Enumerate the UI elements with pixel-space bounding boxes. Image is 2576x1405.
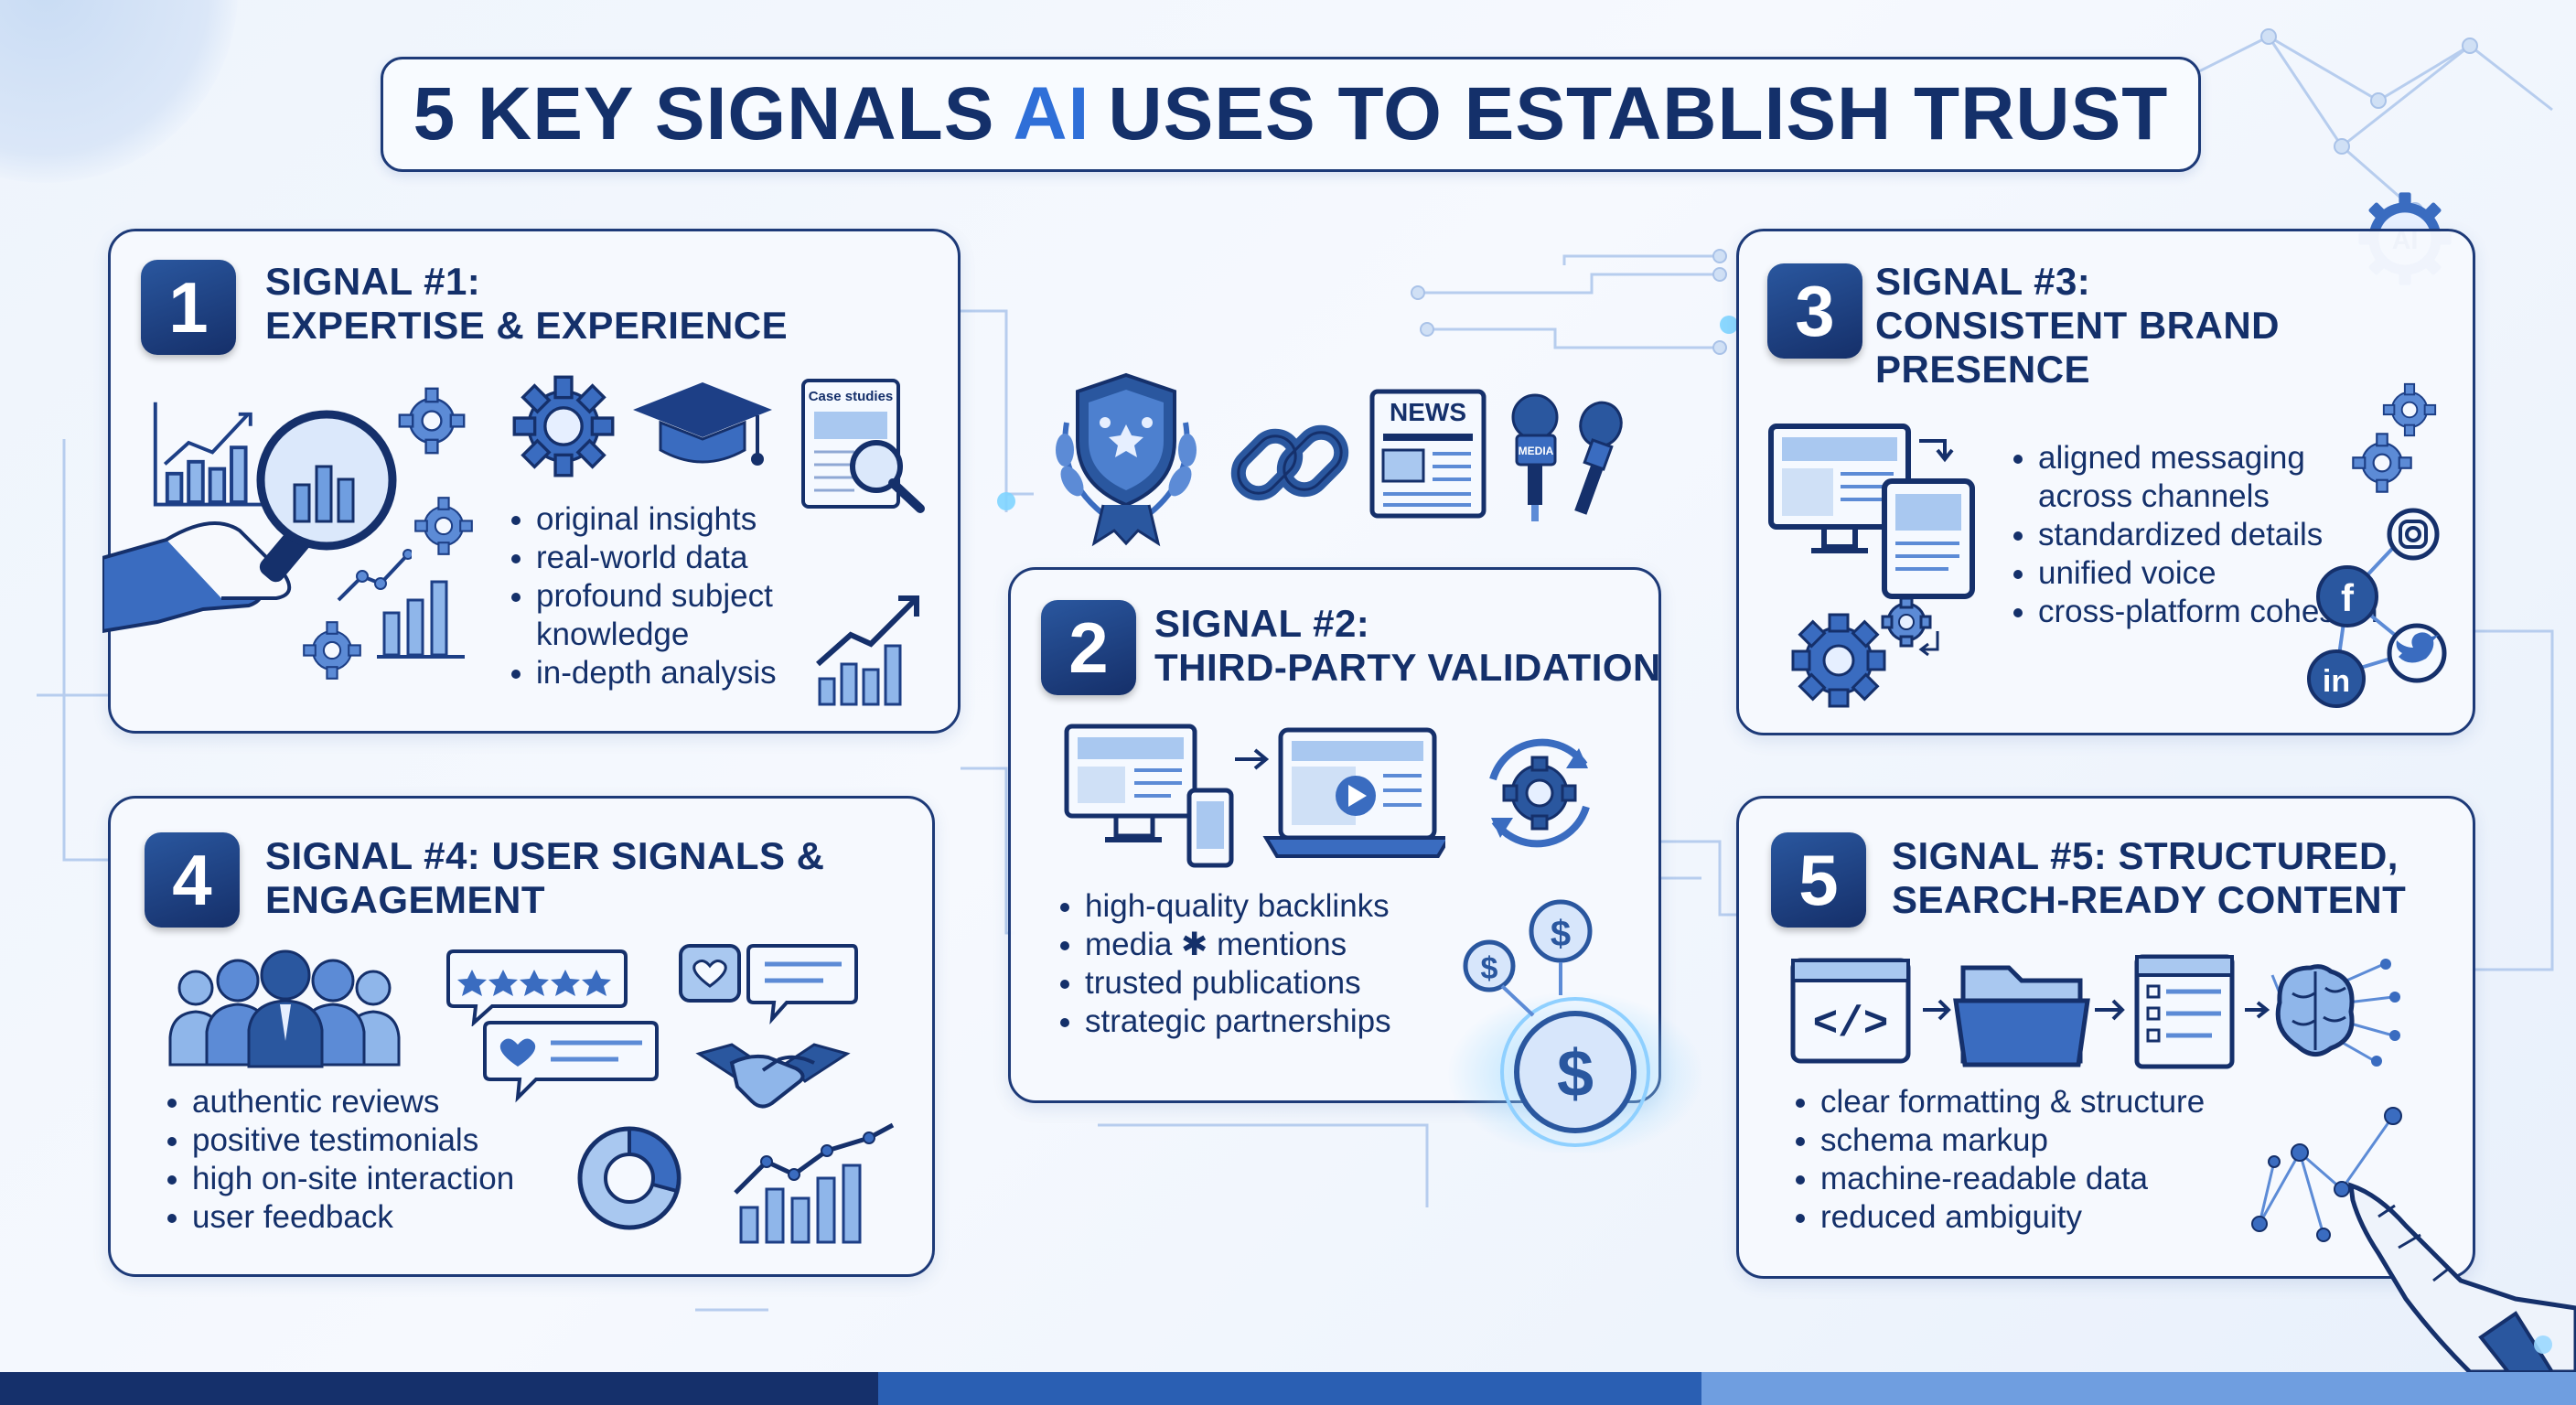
signal-5-number-badge: 5	[1771, 832, 1866, 928]
gear-icon	[412, 494, 476, 558]
bar-chart-icon	[148, 395, 267, 514]
bar-chart-icon	[375, 576, 467, 659]
svg-text:$: $	[1551, 914, 1571, 954]
signal-2-title: SIGNAL #2: THIRD-PARTY VALIDATION	[1154, 602, 1661, 689]
list-item: real-world data	[536, 539, 865, 577]
multi-device-icon	[1766, 421, 1985, 604]
gears-cluster-icon	[1784, 595, 1958, 713]
signal-3-title: SIGNAL #3: CONSISTENT BRAND PRESENCE	[1875, 260, 2281, 391]
list-item: unified voice	[2038, 554, 2386, 593]
graduation-cap-icon	[629, 375, 776, 477]
svg-text:MEDIA: MEDIA	[1519, 445, 1554, 457]
settings-gear-icon	[512, 375, 615, 477]
list-item: profound subject knowledge	[536, 577, 865, 654]
star-rating-bubble-icon	[445, 948, 629, 1026]
signal-4-title: SIGNAL #4: USER SIGNALS & ENGAGEMENT	[265, 834, 825, 921]
title-text-start: 5 KEY SIGNALS	[413, 72, 995, 156]
gear-icon	[2349, 430, 2415, 496]
heart-comment-bubble-icon	[481, 1019, 660, 1103]
list-item: strategic partnerships	[1085, 1003, 1524, 1041]
footer-bar-left	[0, 1372, 878, 1405]
social-network-icon: f in	[2294, 505, 2452, 717]
list-item: reduced ambiguity	[1820, 1198, 2232, 1237]
growth-chart-icon	[732, 1120, 896, 1248]
content-pipeline-icon: </>	[1789, 948, 2426, 1076]
svg-text:$: $	[1557, 1037, 1594, 1110]
svg-text:</>: </>	[1813, 1001, 1889, 1048]
signal-1-bullet-list: original insights real-world data profou…	[505, 500, 865, 692]
list-item: machine-readable data	[1820, 1160, 2232, 1198]
team-people-icon	[165, 949, 404, 1068]
signal-5-bullet-list: clear formatting & structure schema mark…	[1789, 1083, 2232, 1237]
gear-icon	[300, 618, 364, 682]
svg-text:Case studies: Case studies	[809, 389, 894, 404]
signal-3-bullet-list: aligned messaging across channels standa…	[2007, 439, 2386, 631]
heart-chat-icon	[677, 942, 860, 1024]
signal-4-number-badge: 4	[145, 832, 240, 928]
list-item: high on-site interaction	[192, 1160, 595, 1198]
list-item: standardized details	[2038, 516, 2386, 554]
signal-2-bullet-list: high-quality backlinks media ✱ mentions …	[1054, 887, 1524, 1041]
list-item: positive testimonials	[192, 1121, 595, 1160]
list-item: authentic reviews	[192, 1083, 595, 1121]
title-text-end: USES TO ESTABLISH TRUST	[1108, 72, 2169, 156]
robot-hand-data-icon	[2241, 1098, 2576, 1372]
newspaper-icon: NEWS	[1368, 388, 1487, 520]
svg-text:$: $	[1481, 951, 1498, 986]
media-microphones-icon: MEDIA	[1502, 391, 1639, 527]
list-item: trusted publications	[1085, 964, 1524, 1003]
list-item: in-depth analysis	[536, 654, 865, 692]
list-item: media ✱ mentions	[1085, 926, 1524, 964]
signal-1-title: SIGNAL #1: EXPERTISE & EXPERIENCE	[265, 260, 789, 347]
cycle-gear-icon	[1471, 724, 1608, 862]
page-title: 5 KEY SIGNALS AI USES TO ESTABLISH TRUST	[381, 57, 2201, 172]
chain-link-icon	[1226, 399, 1354, 527]
signal-4-bullet-list: authentic reviews positive testimonials …	[161, 1083, 595, 1237]
case-studies-document-icon: Case studies	[800, 377, 928, 514]
footer-bar-right	[1701, 1372, 2576, 1405]
gear-icon	[2380, 381, 2439, 439]
gear-icon	[395, 384, 468, 457]
growth-chart-icon	[814, 591, 924, 708]
award-shield-icon	[1039, 368, 1213, 547]
hand-magnifier-icon	[102, 402, 413, 649]
list-item: aligned messaging across channels	[2038, 439, 2386, 516]
pie-chart-icon	[571, 1120, 688, 1237]
svg-text:NEWS: NEWS	[1390, 398, 1466, 426]
footer-bar-middle	[878, 1372, 1701, 1405]
signal-5-title: SIGNAL #5: STRUCTURED, SEARCH-READY CONT…	[1892, 834, 2407, 921]
list-item: clear formatting & structure	[1820, 1083, 2232, 1121]
title-highlight-ai: AI	[1013, 72, 1090, 156]
devices-sync-icon	[1061, 723, 1445, 869]
dollar-coins-icon: $ $ $	[1438, 878, 1722, 1153]
list-item: original insights	[536, 500, 865, 539]
signal-3-number-badge: 3	[1767, 263, 1862, 359]
svg-text:f: f	[2341, 576, 2355, 619]
signal-2-number-badge: 2	[1041, 600, 1136, 695]
list-item: user feedback	[192, 1198, 595, 1237]
line-chart-icon	[335, 549, 412, 604]
signal-1-number-badge: 1	[141, 260, 236, 355]
handshake-icon	[695, 1026, 851, 1118]
svg-text:in: in	[2323, 664, 2350, 699]
list-item: schema markup	[1820, 1121, 2232, 1160]
list-item: high-quality backlinks	[1085, 887, 1524, 926]
